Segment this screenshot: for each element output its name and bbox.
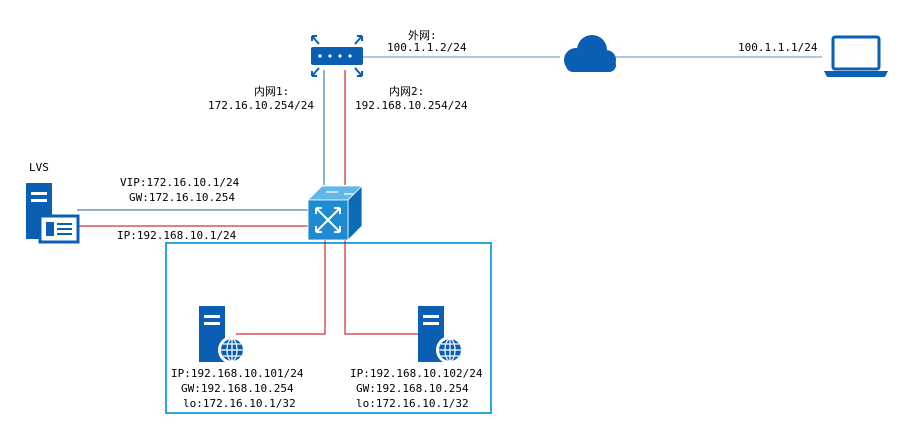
client-ip: 100.1.1.1/24 [738,41,818,54]
lvs-server-icon [26,183,80,244]
router-internet-ip: 100.1.1.2/24 [387,41,467,54]
real-server-cluster-box [165,242,492,414]
rs2-gw: GW:192.168.10.254 [356,382,469,395]
link-switch-rs2 [344,240,420,335]
laptop-icon [824,35,888,77]
cloud-icon [564,35,616,72]
lvs-vip: VIP:172.16.10.1/24 [120,176,240,189]
lvs-dip: IP:192.168.10.1/24 [117,229,237,242]
lvs-name: LVS [29,161,49,174]
rs2-web-server-icon [418,306,464,364]
internet-label: 外网: [408,29,437,42]
rs1-gw: GW:192.168.10.254 [181,382,294,395]
lan2-label: 内网2: [389,85,425,98]
lan1-label: 内网1: [254,85,290,98]
rs2-ip: IP:192.168.10.102/24 [350,367,483,380]
rs1-lo: lo:172.16.10.1/32 [183,397,296,410]
lvs-gw: GW:172.16.10.254 [129,191,235,204]
rs1-ip: IP:192.168.10.101/24 [171,367,304,380]
router-icon [311,35,363,77]
switch-icon [307,185,363,241]
router-lan2-ip: 192.168.10.254/24 [355,99,468,112]
router-lan1-ip: 172.16.10.254/24 [208,99,314,112]
link-switch-rs1 [236,240,326,335]
rs1-web-server-icon [199,306,246,364]
rs2-lo: lo:172.16.10.1/32 [356,397,469,410]
